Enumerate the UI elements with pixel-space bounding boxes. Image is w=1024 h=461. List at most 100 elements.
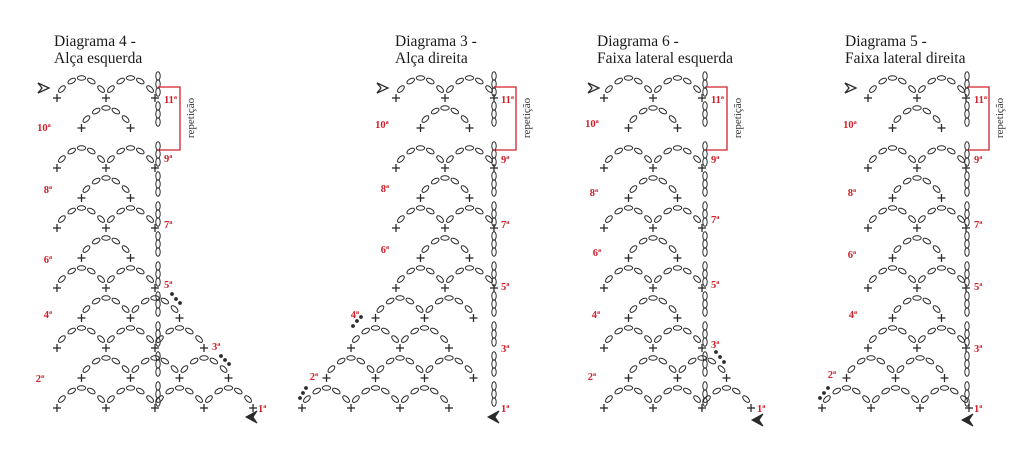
chain-stitch [174,385,185,391]
chain-stitch [401,335,409,343]
single-crochet-stitch [937,254,946,262]
chain-stitch [397,275,405,283]
single-crochet-stitch [151,224,159,232]
chain-stitch [415,205,426,211]
chain-stitch [702,217,708,227]
chain-stitch [887,145,898,151]
chain-stitch [893,185,902,193]
chain-stitch [397,215,405,223]
chain-stitch [930,387,939,395]
chain-stitch [455,267,464,275]
chain-stitch [896,365,905,373]
chain-stitch [614,387,623,395]
vertical-chain [491,171,497,197]
single-crochet-stitch [649,284,657,292]
chain-stitch [125,385,136,391]
chain-stitch [912,295,922,301]
chain-stitch [436,85,444,93]
chain-stitch [654,155,662,163]
row-number-label-3: 3ª [974,344,983,355]
single-crochet-stitch [77,194,86,202]
single-crochet-stitch [126,314,135,322]
chain-stitch [491,247,497,257]
chain-stitch [629,185,638,193]
slip-stitch-dot [298,396,302,400]
slip-stitch-dot [722,360,726,364]
chain-stitch [140,357,150,365]
vertical-chain [702,141,708,167]
chain-stitch [155,157,161,167]
single-crochet-stitch [465,194,474,202]
chain-stitch [672,75,683,81]
chain-arc [869,75,916,93]
chain-arc [107,265,154,283]
chain-stitch [244,395,252,403]
vertical-chain [702,231,708,257]
chain-stitch [644,85,652,93]
chain-stitch [702,149,708,159]
chain-stitch [869,275,877,283]
vertical-chain [964,231,970,257]
vertical-chain [702,201,708,227]
row-number-label-6: 6ª [593,248,602,259]
chain-arc [629,175,677,193]
single-crochet-stitch [469,374,478,382]
chain-stitch [866,355,876,361]
single-crochet-stitch [392,224,400,232]
chain-stitch [91,237,101,245]
row-number-label-3: 3ª [212,342,221,353]
chain-stitch [155,239,161,249]
chain-stitch [964,277,970,287]
chain-stitch [87,327,96,335]
chain-stitch [629,245,638,253]
chain-stitch [121,365,130,373]
chain-stitch [702,247,708,257]
chain-stitch [76,265,87,271]
chain-stitch [702,329,708,339]
single-crochet-stitch [416,124,425,132]
chain-arc [82,235,130,253]
chain-stitch [76,145,87,151]
chain-stitch [440,105,450,111]
chain-stitch [901,387,910,395]
row-number-label-6: 6ª [44,255,53,266]
chain-stitch [964,87,970,97]
single-crochet-stitch [490,284,498,292]
vertical-chain [964,201,970,227]
chain-arc [869,145,916,163]
chain-arc [107,145,154,163]
chain-arc [654,75,701,93]
row-number-label-2: 2ª [36,374,45,385]
repeat-label: repetição [521,97,533,138]
vertical-chain [702,351,708,377]
chain-stitch [921,395,929,403]
single-crochet-stitch [864,224,872,232]
chain-arc [397,205,444,223]
chain-arc [58,265,105,283]
chain-stitch [491,239,497,249]
chain-stitch [321,385,332,391]
chain-stitch [634,327,643,335]
chain-stitch [936,145,947,151]
chain-stitch [702,381,708,391]
chain-stitch [687,357,697,365]
chain-stitch [116,147,125,155]
repeat-label: repetição [732,97,744,138]
chain-stitch [605,215,613,223]
chain-stitch [672,205,683,211]
chain-stitch [721,385,732,391]
chain-stitch [887,265,898,271]
chain-stitch [869,335,877,343]
chain-stitch [878,147,887,155]
single-crochet-stitch [962,224,970,232]
chain-stitch [927,77,936,85]
chain-arc [131,355,179,373]
chain-stitch [82,365,91,373]
single-crochet-stitch [864,94,872,102]
chain-stitch [702,109,708,119]
single-crochet-stitch [126,124,135,132]
row-number-label-5: 5ª [164,280,173,291]
chain-arc [605,385,652,403]
chain-arc [654,205,701,223]
row-number-label-1: 1ª [258,404,267,415]
